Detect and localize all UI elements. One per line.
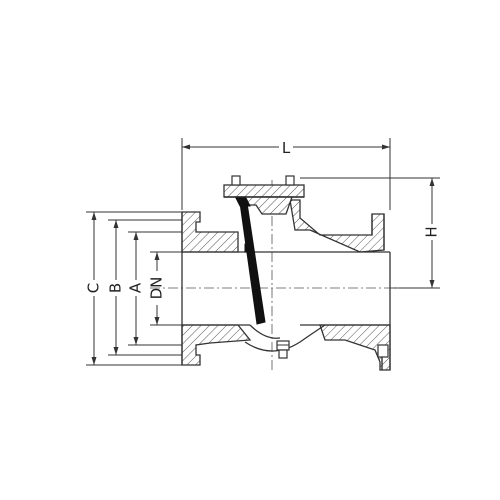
label-l: L (282, 139, 291, 157)
swing-disc-arm (235, 197, 266, 325)
dimension-h: H (300, 177, 441, 289)
dimension-b: B (107, 219, 200, 356)
dimension-dn: DN (148, 251, 190, 326)
dimension-c: C (85, 211, 185, 366)
right-flange (371, 214, 385, 250)
label-b: B (107, 283, 125, 293)
drain-plug (276, 340, 290, 359)
label-a: A (127, 282, 145, 293)
label-h: H (423, 226, 441, 237)
dimension-l: L (181, 138, 391, 210)
valve-bonnet (223, 175, 305, 215)
valve-body (181, 199, 391, 371)
dimension-a: A (127, 231, 190, 346)
label-c: C (85, 283, 103, 293)
